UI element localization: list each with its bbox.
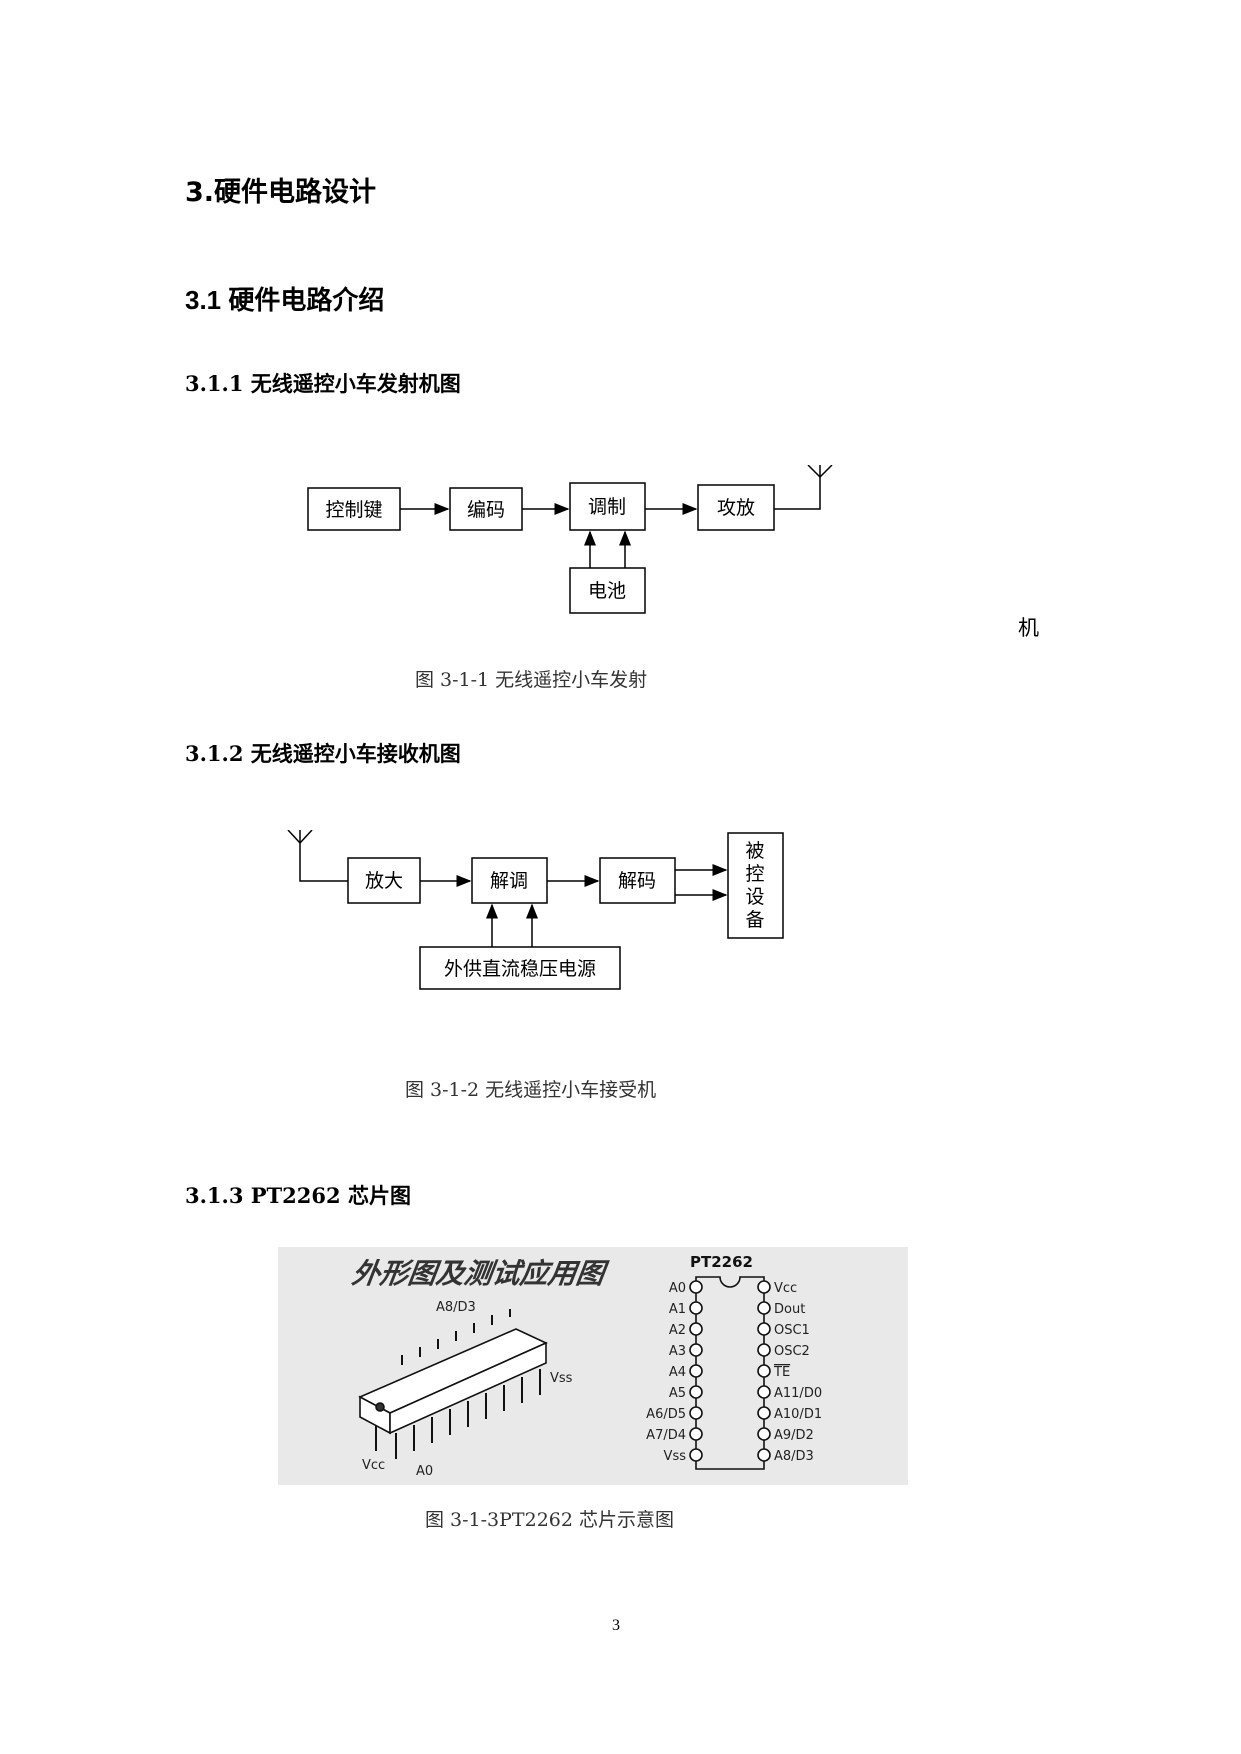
subsection-heading-chip: 3.1.3 PT2262 芯片图 (185, 1183, 411, 1208)
block-amplifier (697, 484, 775, 531)
pkg-label-vcc: Vcc (362, 1458, 385, 1473)
block-controlled-device (727, 832, 784, 939)
left-pin-label: A3 (669, 1344, 686, 1359)
block-amplifier-label: 攻放 (717, 497, 755, 519)
left-pin-circle (689, 1385, 703, 1399)
block-battery-label: 电池 (588, 580, 626, 602)
right-pin-circle (757, 1427, 771, 1441)
right-pin-label: TE (773, 1365, 790, 1380)
left-pin-circle (689, 1280, 703, 1294)
block-power-supply-label: 外供直流稳压电源 (444, 958, 596, 980)
left-pin-label: A7/D4 (646, 1428, 686, 1443)
block-modulate (569, 482, 646, 531)
pt2262-chip-figure: 外形图及测试应用图 A8/D3 (278, 1247, 908, 1485)
left-pin-circle (689, 1322, 703, 1336)
transmitter-block-diagram: 控制键 编码 调制 攻放 电池 (307, 465, 833, 614)
right-pin-label: OSC2 (774, 1344, 810, 1359)
block-amplify-label: 放大 (365, 870, 403, 892)
right-pin-label: A10/D1 (774, 1407, 822, 1422)
subsection-heading-transmitter: 3.1.1 无线遥控小车发射机图 (185, 371, 461, 396)
left-pin-circle (689, 1343, 703, 1357)
left-pin-label: Vss (664, 1449, 687, 1464)
block-decode (599, 857, 676, 904)
left-pin-circle (689, 1448, 703, 1462)
figure-caption-1: 图 3-1-1 无线遥控小车发射 (415, 669, 648, 691)
chip-figure-heading: 外形图及测试应用图 (350, 1257, 611, 1290)
left-pin-label: A5 (669, 1386, 686, 1401)
subsection-heading-receiver: 3.1.2 无线遥控小车接收机图 (185, 741, 461, 766)
left-pin-label: A4 (669, 1365, 686, 1380)
dip-package-drawing (358, 1309, 548, 1459)
right-pin-circle (757, 1385, 771, 1399)
figure-caption-2: 图 3-1-2 无线遥控小车接受机 (405, 1079, 657, 1101)
block-power-supply (419, 946, 621, 990)
pkg-label-a8d3: A8/D3 (436, 1300, 476, 1315)
right-pin-label: OSC1 (774, 1323, 810, 1338)
chip-name: PT2262 (690, 1253, 753, 1271)
block-amplify (347, 857, 421, 904)
right-pin-label: A9/D2 (774, 1428, 814, 1443)
chip-body-outline (695, 1276, 765, 1470)
block-decode-label: 解码 (618, 870, 656, 892)
block-control-keys (307, 487, 401, 531)
left-pin-label: A1 (669, 1302, 686, 1317)
block-control-keys-label: 控制键 (325, 499, 382, 521)
stray-character: 机 (1018, 616, 1039, 640)
block-battery (569, 567, 646, 614)
pkg-label-a0: A0 (416, 1464, 433, 1479)
right-pin-circle (757, 1343, 771, 1357)
left-pin-circle (689, 1406, 703, 1420)
receiver-block-diagram: 放大 解调 解码 被 控 设 备 外供直流稳压电源 (287, 830, 784, 990)
left-pin-label: A2 (669, 1323, 686, 1338)
right-pin-circle (757, 1301, 771, 1315)
right-pin-label: A11/D0 (774, 1386, 822, 1401)
device-char-1: 被 (745, 840, 764, 862)
left-pin-circle (689, 1301, 703, 1315)
pkg-label-vss: Vss (550, 1371, 573, 1386)
right-pin-label: Vcc (774, 1281, 797, 1296)
device-char-3: 设 (745, 886, 764, 908)
left-pin-circle (689, 1427, 703, 1441)
page-number: 3 (612, 1617, 620, 1634)
right-pin-label: Dout (774, 1302, 805, 1317)
right-pin-circle (757, 1280, 771, 1294)
device-char-2: 控 (745, 863, 764, 885)
pt2262-chip-drawing: 外形图及测试应用图 A8/D3 (350, 1253, 822, 1479)
block-encode-label: 编码 (467, 499, 505, 521)
left-pin-label: A0 (669, 1281, 686, 1296)
left-pin-label: A6/D5 (646, 1407, 686, 1422)
device-char-4: 备 (745, 909, 764, 931)
chapter-heading: 3.硬件电路设计 (185, 177, 377, 208)
right-pin-circle (757, 1406, 771, 1420)
block-demodulate-label: 解调 (490, 870, 528, 892)
block-modulate-label: 调制 (588, 496, 626, 518)
left-pin-circle (689, 1364, 703, 1378)
right-pin-circle (757, 1322, 771, 1336)
block-encode (449, 487, 523, 531)
figure-caption-3: 图 3-1-3PT2262 芯片示意图 (425, 1509, 674, 1531)
right-pin-label: A8/D3 (774, 1449, 814, 1464)
right-pin-circle (757, 1448, 771, 1462)
section-heading: 3.1 硬件电路介绍 (185, 285, 385, 315)
right-pin-circle (757, 1364, 771, 1378)
